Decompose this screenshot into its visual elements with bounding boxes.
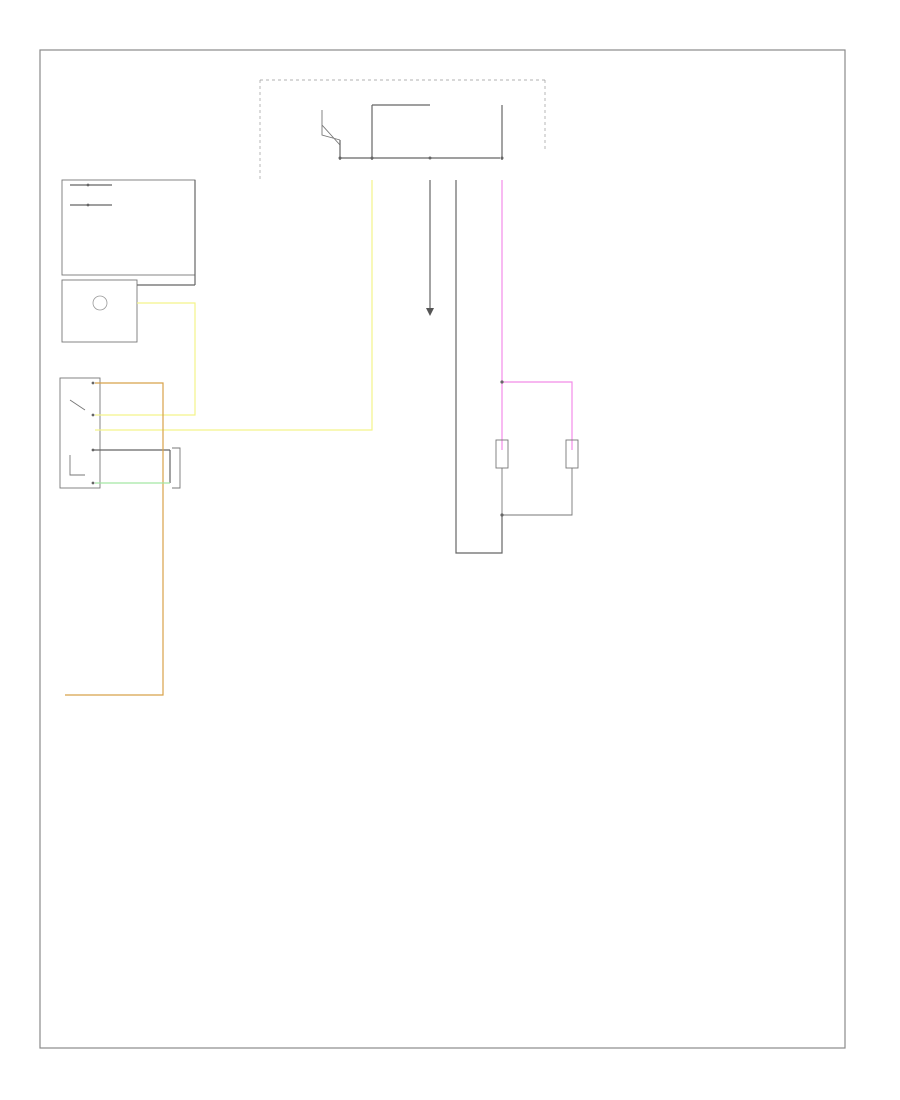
splice-dot [500, 513, 504, 517]
fuse-block [259, 79, 546, 180]
lamp-left [495, 439, 509, 515]
yellow-wire [95, 180, 373, 431]
instrument-cluster [61, 180, 196, 343]
sensor-connector [61, 179, 196, 276]
pink-wire-branch [502, 381, 573, 450]
splice-dot [370, 156, 374, 160]
yellow-wire-branch [95, 302, 196, 416]
ground-arrow [426, 308, 434, 316]
lamp-right [502, 439, 579, 516]
splice-dot [500, 380, 504, 384]
splice-dot [338, 156, 342, 160]
switch-block [59, 377, 181, 489]
black-wire-loop [455, 180, 503, 554]
diagram-frame [39, 49, 846, 1049]
splice-dot [428, 156, 432, 160]
splice-dot [500, 156, 504, 160]
tan-wire [65, 382, 164, 696]
